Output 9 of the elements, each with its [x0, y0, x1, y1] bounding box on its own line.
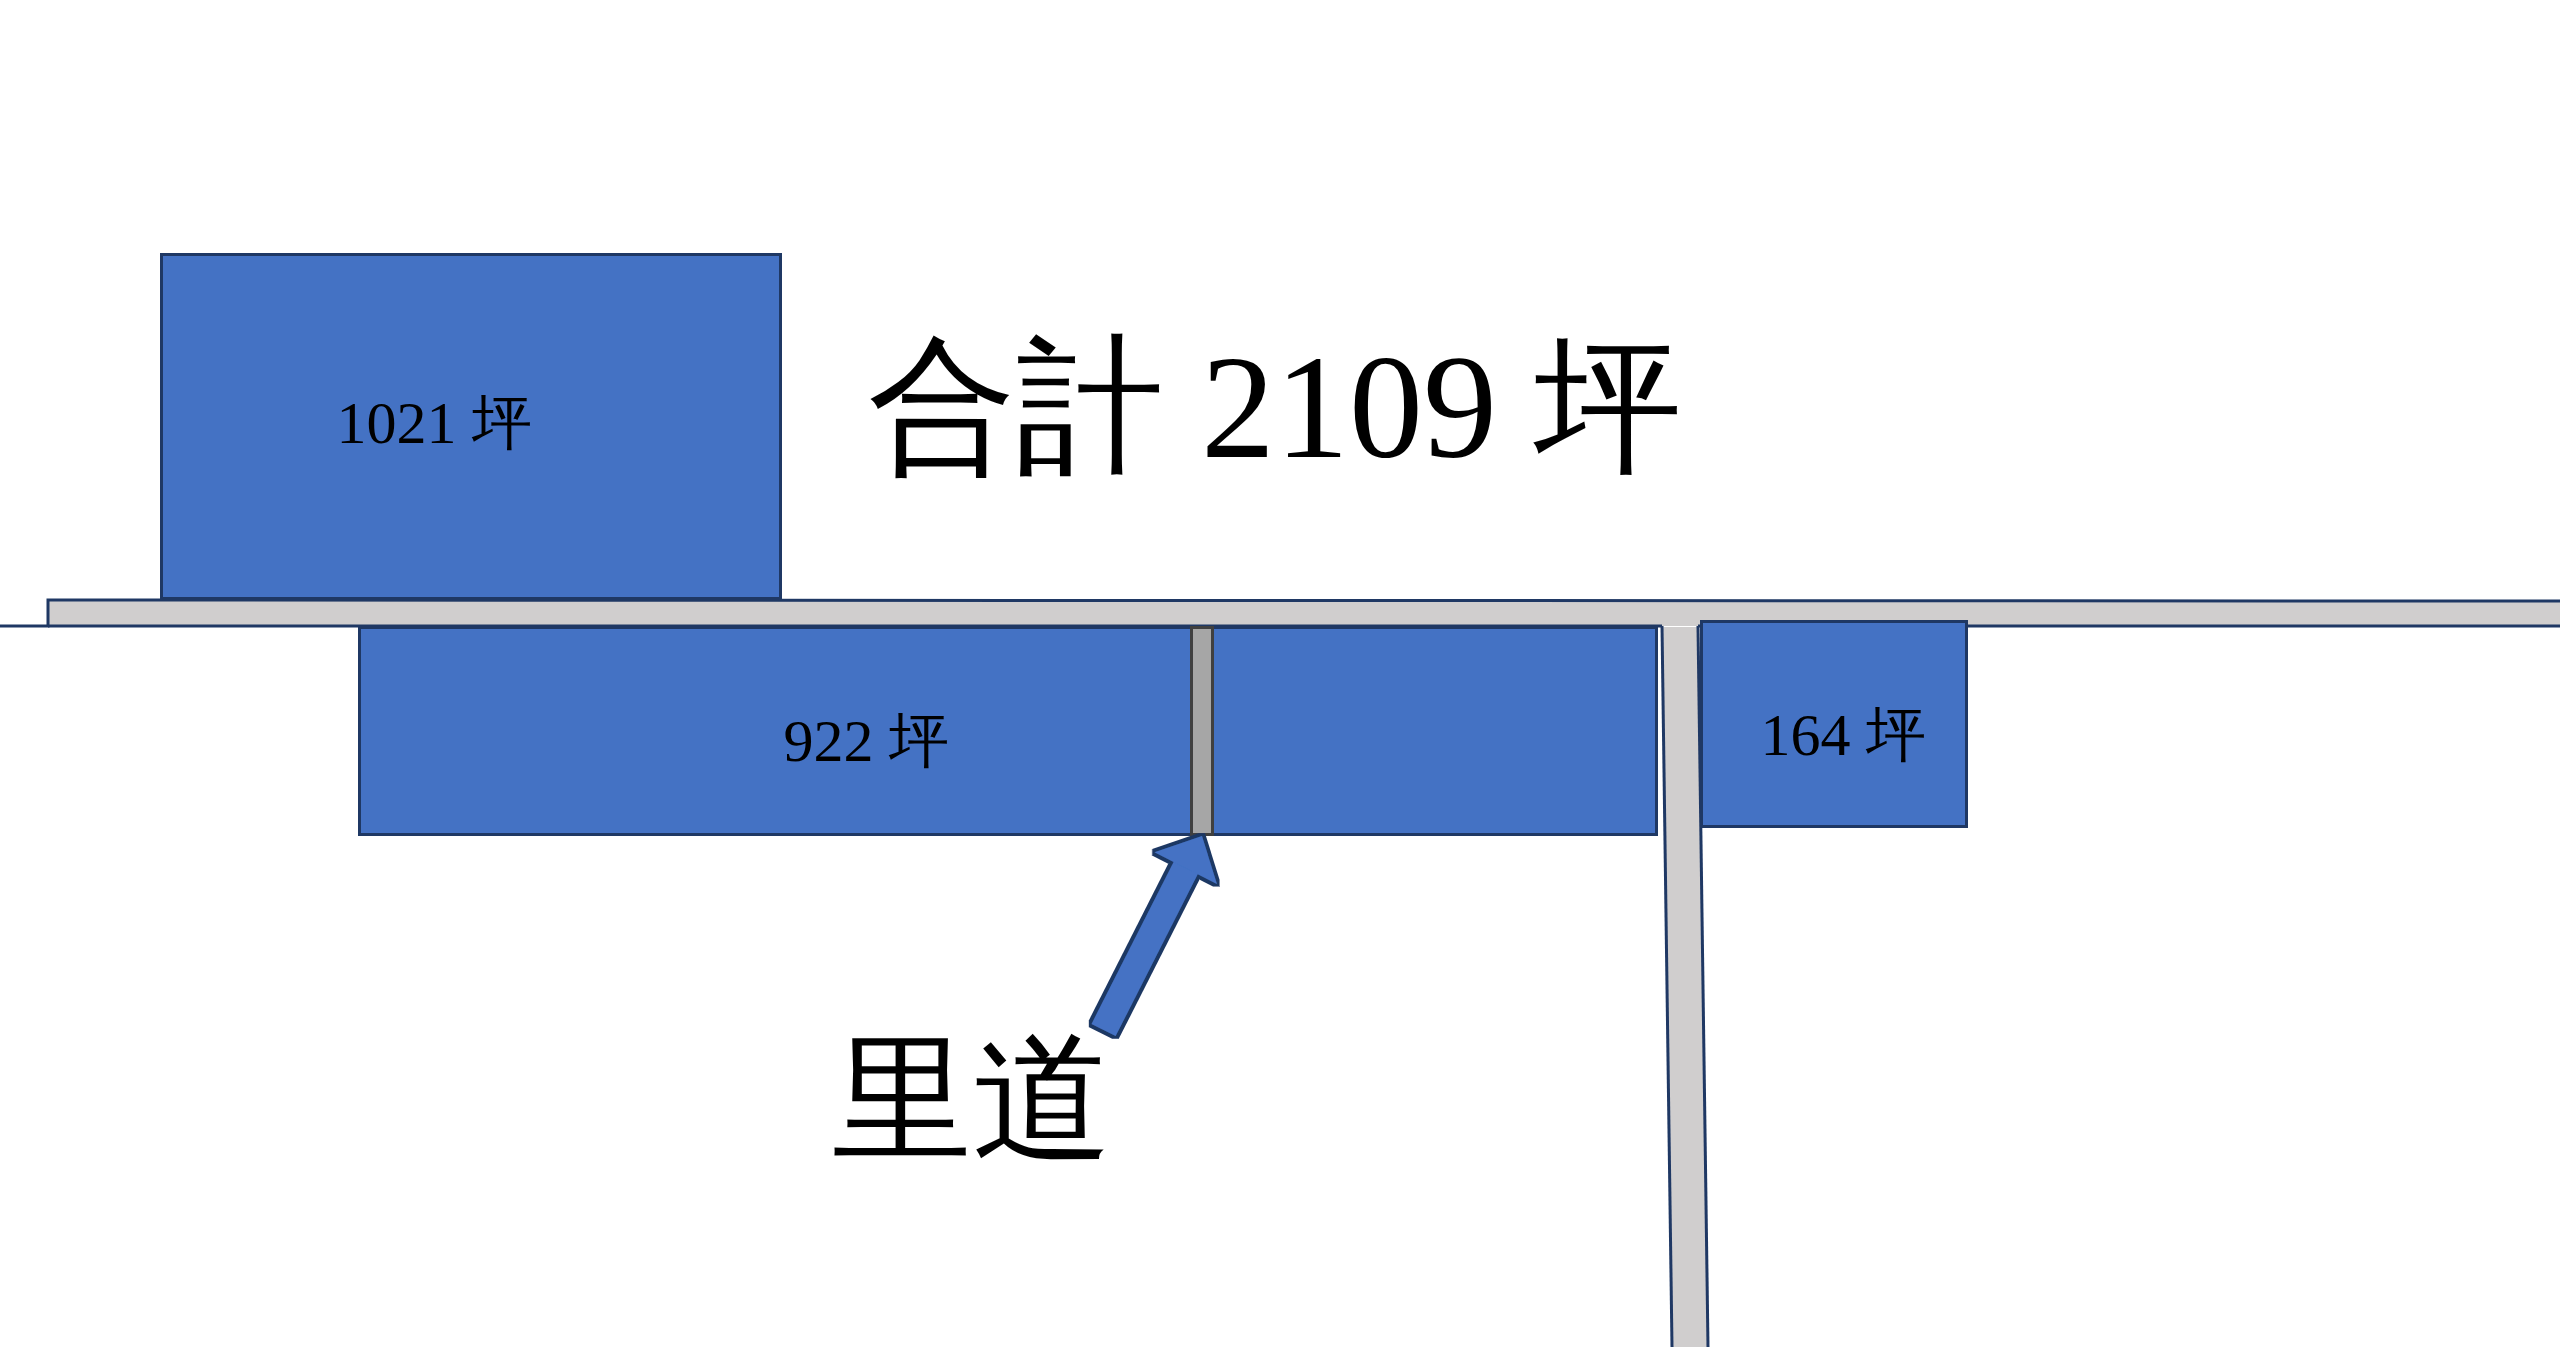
land-plot	[160, 253, 782, 600]
area-label: 164 坪	[1760, 705, 1926, 765]
total-area-text: 合計 2109 坪	[868, 333, 1682, 481]
footpath-strip	[1190, 626, 1214, 836]
land-plot	[1700, 620, 1968, 828]
area-label: 1021 坪	[336, 393, 532, 453]
area-label: 922 坪	[783, 711, 949, 771]
land-plot	[358, 626, 1658, 836]
lane-label: 里道	[832, 1030, 1112, 1170]
